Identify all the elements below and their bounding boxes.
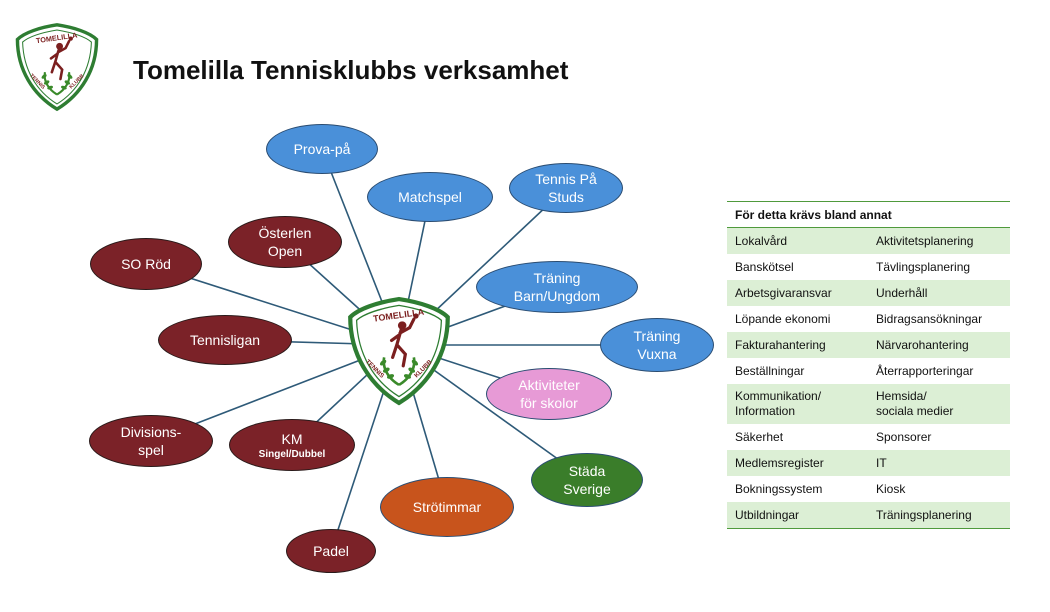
table-cell: Medlemsregister xyxy=(735,455,824,470)
table-cell: Arbetsgivaransvar xyxy=(735,285,832,300)
table-cell: Bokningssystem xyxy=(735,481,823,496)
page-title: Tomelilla Tennisklubbs verksamhet xyxy=(133,55,569,85)
node-label: Strötimmar xyxy=(412,499,482,515)
table-cell: Återrapporteringar xyxy=(876,363,974,378)
table-cell: Närvarohantering xyxy=(876,337,969,352)
node-so-rod: SO Röd xyxy=(90,238,202,290)
table-row: Arbetsgivaransvar Underhåll xyxy=(727,280,1010,306)
table-cell: Säkerhet xyxy=(735,429,784,444)
node-aktiviteter-skolor: Aktiviteter för skolor xyxy=(486,368,612,420)
node-divisionsspel: Divisions-spel xyxy=(89,415,213,467)
club-logo-hub xyxy=(346,295,452,407)
requirements-table: För detta krävs bland annat Lokalvård Akt… xyxy=(727,201,1010,529)
node-label: Träning xyxy=(633,328,681,344)
table-cell: Träningsplanering xyxy=(876,507,972,522)
table-row: Fakturahantering Närvarohantering xyxy=(727,332,1010,358)
table-cell: Sponsorer xyxy=(876,429,932,444)
node-label: Träning xyxy=(533,270,581,286)
table-row: Medlemsregister IT xyxy=(727,450,1010,476)
table-cell: Banskötsel xyxy=(735,259,794,274)
table-row: Kommunikation/Information Hemsida/sociala… xyxy=(727,384,1010,424)
node-label: Matchspel xyxy=(398,189,462,205)
node-label: spel xyxy=(138,442,164,458)
node-label: Divisions- xyxy=(120,424,182,440)
node-label: Open xyxy=(267,243,303,259)
node-label: Tennis På xyxy=(535,171,597,187)
node-label: Städa xyxy=(568,463,606,479)
node-strotimmar: Strötimmar xyxy=(380,477,514,537)
node-label: Aktiviteter xyxy=(518,377,580,393)
node-label: SO Röd xyxy=(121,256,171,272)
table-cell: Kiosk xyxy=(876,481,906,496)
node-label: KM xyxy=(281,430,303,447)
table-cell: Underhåll xyxy=(876,285,928,300)
node-label: Österlen xyxy=(258,225,312,241)
node-tennis-pa-studs: Tennis På Studs xyxy=(509,163,623,213)
table-cell: Fakturahantering xyxy=(735,337,826,352)
table-row: Bokningssystem Kiosk xyxy=(727,476,1010,502)
requirements-header: För detta krävs bland annat xyxy=(727,202,1010,228)
table-cell: Hemsida/sociala medier xyxy=(876,389,954,418)
table-cell: IT xyxy=(876,455,887,470)
table-cell: Tävlingsplanering xyxy=(876,259,971,274)
table-row: Lokalvård Aktivitetsplanering xyxy=(727,228,1010,254)
table-cell: Bidragsansökningar xyxy=(876,311,983,326)
node-label: Vuxna xyxy=(637,346,677,362)
node-label: Prova-på xyxy=(293,141,351,157)
table-row: Utbildningar Träningsplanering xyxy=(727,502,1010,528)
node-sublabel: Singel/Dubbel xyxy=(258,448,326,460)
node-label: Studs xyxy=(548,189,584,205)
table-cell: Utbildningar xyxy=(735,507,800,522)
node-label: för skolor xyxy=(520,395,578,411)
table-row: Banskötsel Tävlingsplanering xyxy=(727,254,1010,280)
node-label: Padel xyxy=(313,543,349,559)
node-padel: Padel xyxy=(286,529,376,573)
table-row: Beställningar Återrapporteringar xyxy=(727,358,1010,384)
table-cell: Aktivitetsplanering xyxy=(876,233,974,248)
node-prova-pa: Prova-på xyxy=(266,124,378,174)
table-cell: Kommunikation/Information xyxy=(735,389,822,418)
table-row: Löpande ekonomi Bidragsansökningar xyxy=(727,306,1010,332)
node-tennisligan: Tennisligan xyxy=(158,315,292,365)
node-label: Sverige xyxy=(563,481,611,497)
node-label: Barn/Ungdom xyxy=(513,288,601,304)
node-label: Tennisligan xyxy=(189,332,261,348)
node-matchspel: Matchspel xyxy=(367,172,493,222)
table-cell: Beställningar xyxy=(735,363,805,378)
table-cell: Löpande ekonomi xyxy=(735,311,831,326)
table-row: Säkerhet Sponsorer xyxy=(727,424,1010,450)
table-cell: Lokalvård xyxy=(735,233,788,248)
